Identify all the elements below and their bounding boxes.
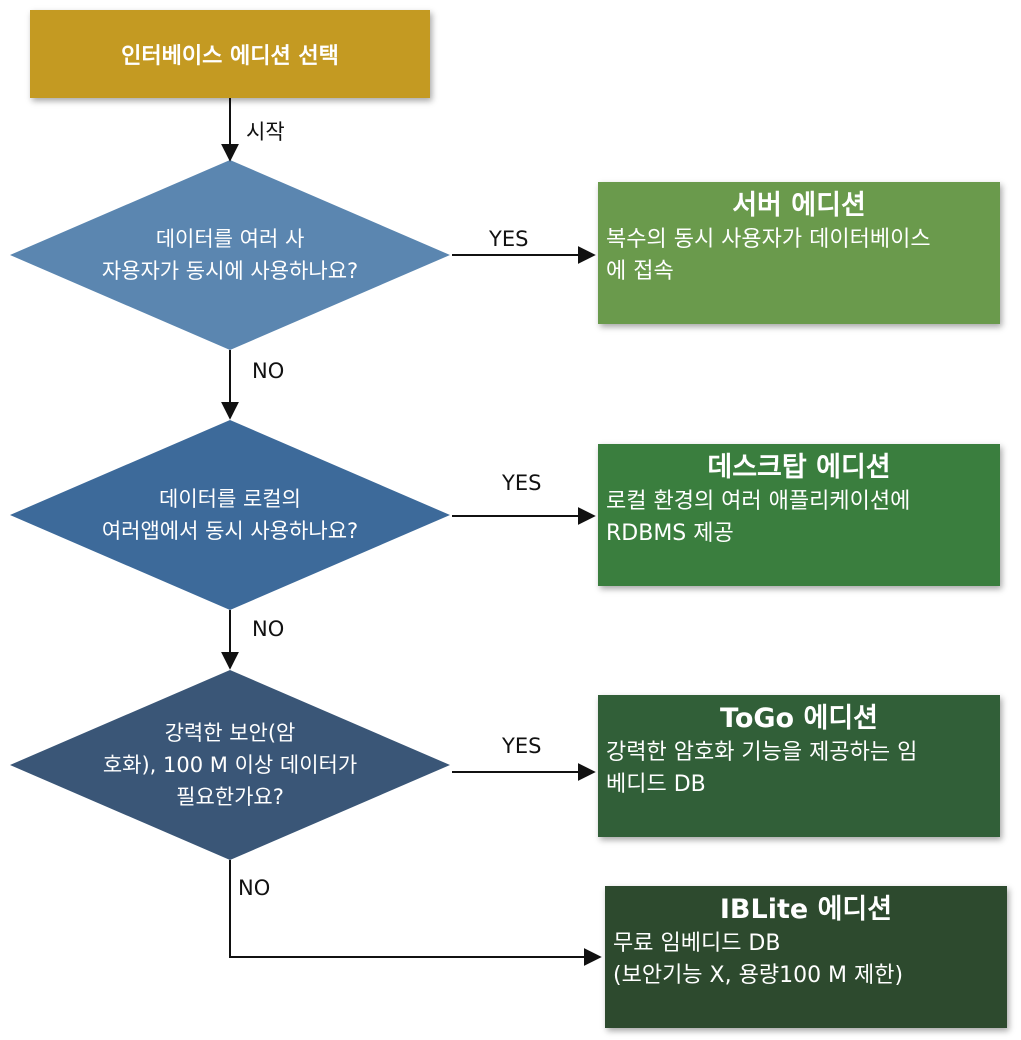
edge-label-yes-1: YES xyxy=(489,227,529,251)
edge-label-yes-2: YES xyxy=(502,471,542,495)
decision-2-line-1: 데이터를 로컬의 xyxy=(159,487,301,511)
desktop-edition-title: 데스크탑 에디션 xyxy=(707,452,891,483)
togo-edition-desc-2: 베디드 DB xyxy=(606,772,706,797)
iblite-edition-desc-2: (보안기능 X, 용량100 M 제한) xyxy=(613,963,904,988)
decision-3-line-3: 필요한가요? xyxy=(176,785,284,809)
iblite-edition-title: IBLite 에디션 xyxy=(719,894,893,925)
start-title: 인터베이스 에디션 선택 xyxy=(121,44,339,69)
iblite-edition-card: IBLite 에디션 무료 임베디드 DB (보안기능 X, 용량100 M 제… xyxy=(605,886,1007,1028)
server-edition-desc-2: 에 접속 xyxy=(606,259,674,284)
server-edition-card: 서버 에디션 복수의 동시 사용자가 데이터베이스 에 접속 xyxy=(598,182,1000,324)
start-box: 인터베이스 에디션 선택 xyxy=(30,10,430,98)
decision-1-line-1: 데이터를 여러 사 xyxy=(155,227,305,251)
edge-label-start: 시작 xyxy=(246,120,285,144)
arrow-d3-to-iblite xyxy=(229,860,602,966)
decision-1-line-2: 자용자가 동시에 사용하나요? xyxy=(101,259,359,283)
decision-1-diamond xyxy=(10,160,450,350)
togo-edition-title: ToGo 에디션 xyxy=(719,703,878,734)
decision-3-text: 강력한 보안(암 호화), 100 M 이상 데이터가 필요한가요? xyxy=(40,705,420,825)
decision-3-line-2: 호화), 100 M 이상 데이터가 xyxy=(102,753,358,777)
desktop-edition-card: 데스크탑 에디션 로컬 환경의 여러 애플리케이션에 RDBMS 제공 xyxy=(598,444,1000,586)
edge-label-no-3: NO xyxy=(238,876,271,900)
iblite-edition-desc-1: 무료 임베디드 DB xyxy=(613,931,781,956)
edge-label-yes-3: YES xyxy=(502,734,542,758)
decision-2-line-2: 여러앱에서 동시 사용하나요? xyxy=(101,519,359,543)
decision-2-text: 데이터를 로컬의 여러앱에서 동시 사용하나요? xyxy=(40,455,420,575)
togo-edition-desc-1: 강력한 암호화 기능을 제공하는 임 xyxy=(606,740,918,765)
decision-3-line-1: 강력한 보안(암 xyxy=(164,721,296,745)
desktop-edition-desc-2: RDBMS 제공 xyxy=(606,521,734,546)
desktop-edition-desc-1: 로컬 환경의 여러 애플리케이션에 xyxy=(606,489,911,514)
edge-label-no-1: NO xyxy=(252,359,285,383)
server-edition-desc-1: 복수의 동시 사용자가 데이터베이스 xyxy=(606,227,931,252)
server-edition-title: 서버 에디션 xyxy=(732,190,866,221)
decision-3-diamond xyxy=(10,670,450,860)
decision-2-diamond xyxy=(10,420,450,610)
togo-edition-card: ToGo 에디션 강력한 암호화 기능을 제공하는 임 베디드 DB xyxy=(598,695,1000,837)
decision-1-text: 데이터를 여러 사 자용자가 동시에 사용하나요? xyxy=(40,195,420,315)
edge-label-no-2: NO xyxy=(252,617,285,641)
